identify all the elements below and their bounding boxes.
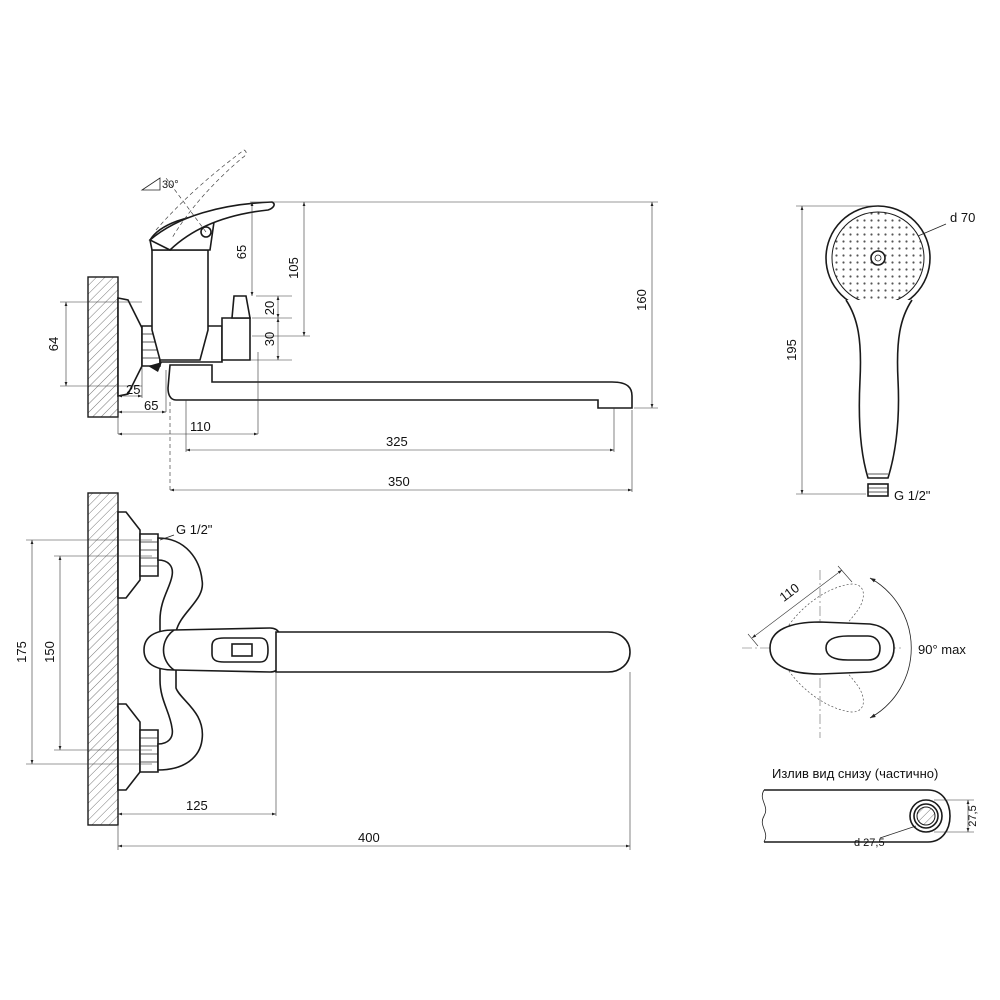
cartridge-body — [151, 249, 209, 361]
dim-125: 125 — [186, 798, 208, 813]
dim-30: 30 — [262, 332, 277, 346]
dim-150: 150 — [42, 641, 57, 663]
dim-64: 64 — [46, 337, 61, 351]
aerator-mesh — [916, 806, 936, 826]
nut-upper — [139, 533, 159, 577]
top-view: G 1/2" 175 150 125 400 — [14, 492, 631, 850]
rotation-length: 110 — [776, 580, 802, 604]
dim-325: 325 — [386, 434, 408, 449]
wall-section — [87, 276, 119, 418]
lever-head-top — [143, 627, 283, 673]
shower-thread — [867, 483, 889, 497]
spout-bottom-view: Излив вид снизу (частично) 27,5 d 27,5 — [761, 766, 979, 849]
spout-bottom-diameter: d 27,5 — [854, 837, 885, 849]
dim-65-horizontal: 65 — [144, 398, 158, 413]
rotation-arc — [869, 577, 912, 719]
lever-solid — [769, 621, 895, 675]
mixer-body-top — [157, 537, 204, 771]
dim-160: 160 — [634, 289, 649, 311]
dim-25: 25 — [126, 382, 140, 397]
lever-angle-label: 30° — [162, 179, 179, 191]
spout — [167, 364, 633, 409]
side-view: 30° 64 25 65 110 325 350 65 105 — [46, 149, 658, 492]
spout-bottom-height: 27,5 — [967, 805, 979, 826]
shower-thread-label: G 1/2" — [894, 488, 931, 503]
diverter-knob — [221, 317, 251, 361]
rotation-angle: 90° max — [918, 642, 966, 657]
spout-top — [275, 631, 631, 673]
dim-105: 105 — [286, 257, 301, 279]
shower-head: 195 d 70 G 1/2" — [784, 205, 975, 503]
spout-bottom-caption: Излив вид снизу (частично) — [772, 766, 938, 781]
diverter-cap — [231, 295, 251, 319]
spout-bottom-outline — [764, 789, 951, 843]
nut-lower — [139, 729, 159, 773]
angle-triangle — [140, 177, 161, 191]
lever-logo — [231, 643, 253, 657]
lever-pivot — [200, 226, 212, 238]
dim-350: 350 — [388, 474, 410, 489]
lever-ghost-down — [775, 627, 864, 713]
break-line — [761, 789, 767, 843]
dim-20: 20 — [262, 301, 277, 315]
dim-400: 400 — [358, 830, 380, 845]
escutcheon-upper — [117, 511, 141, 599]
dim-110: 110 — [190, 419, 211, 434]
rotation-detail: 110 90° max — [742, 565, 966, 738]
black-wedge — [148, 362, 162, 372]
shower-diameter: d 70 — [950, 210, 975, 225]
lever-slot — [211, 637, 269, 663]
escutcheon-lower — [117, 703, 141, 791]
lever-ghost-up — [775, 583, 864, 669]
dim-65-vertical: 65 — [234, 245, 249, 259]
wall-section-top — [87, 492, 119, 826]
shower-handle — [845, 299, 913, 479]
dim-175: 175 — [14, 641, 29, 663]
shower-length: 195 — [784, 339, 799, 361]
thread-label-top: G 1/2" — [176, 522, 213, 537]
